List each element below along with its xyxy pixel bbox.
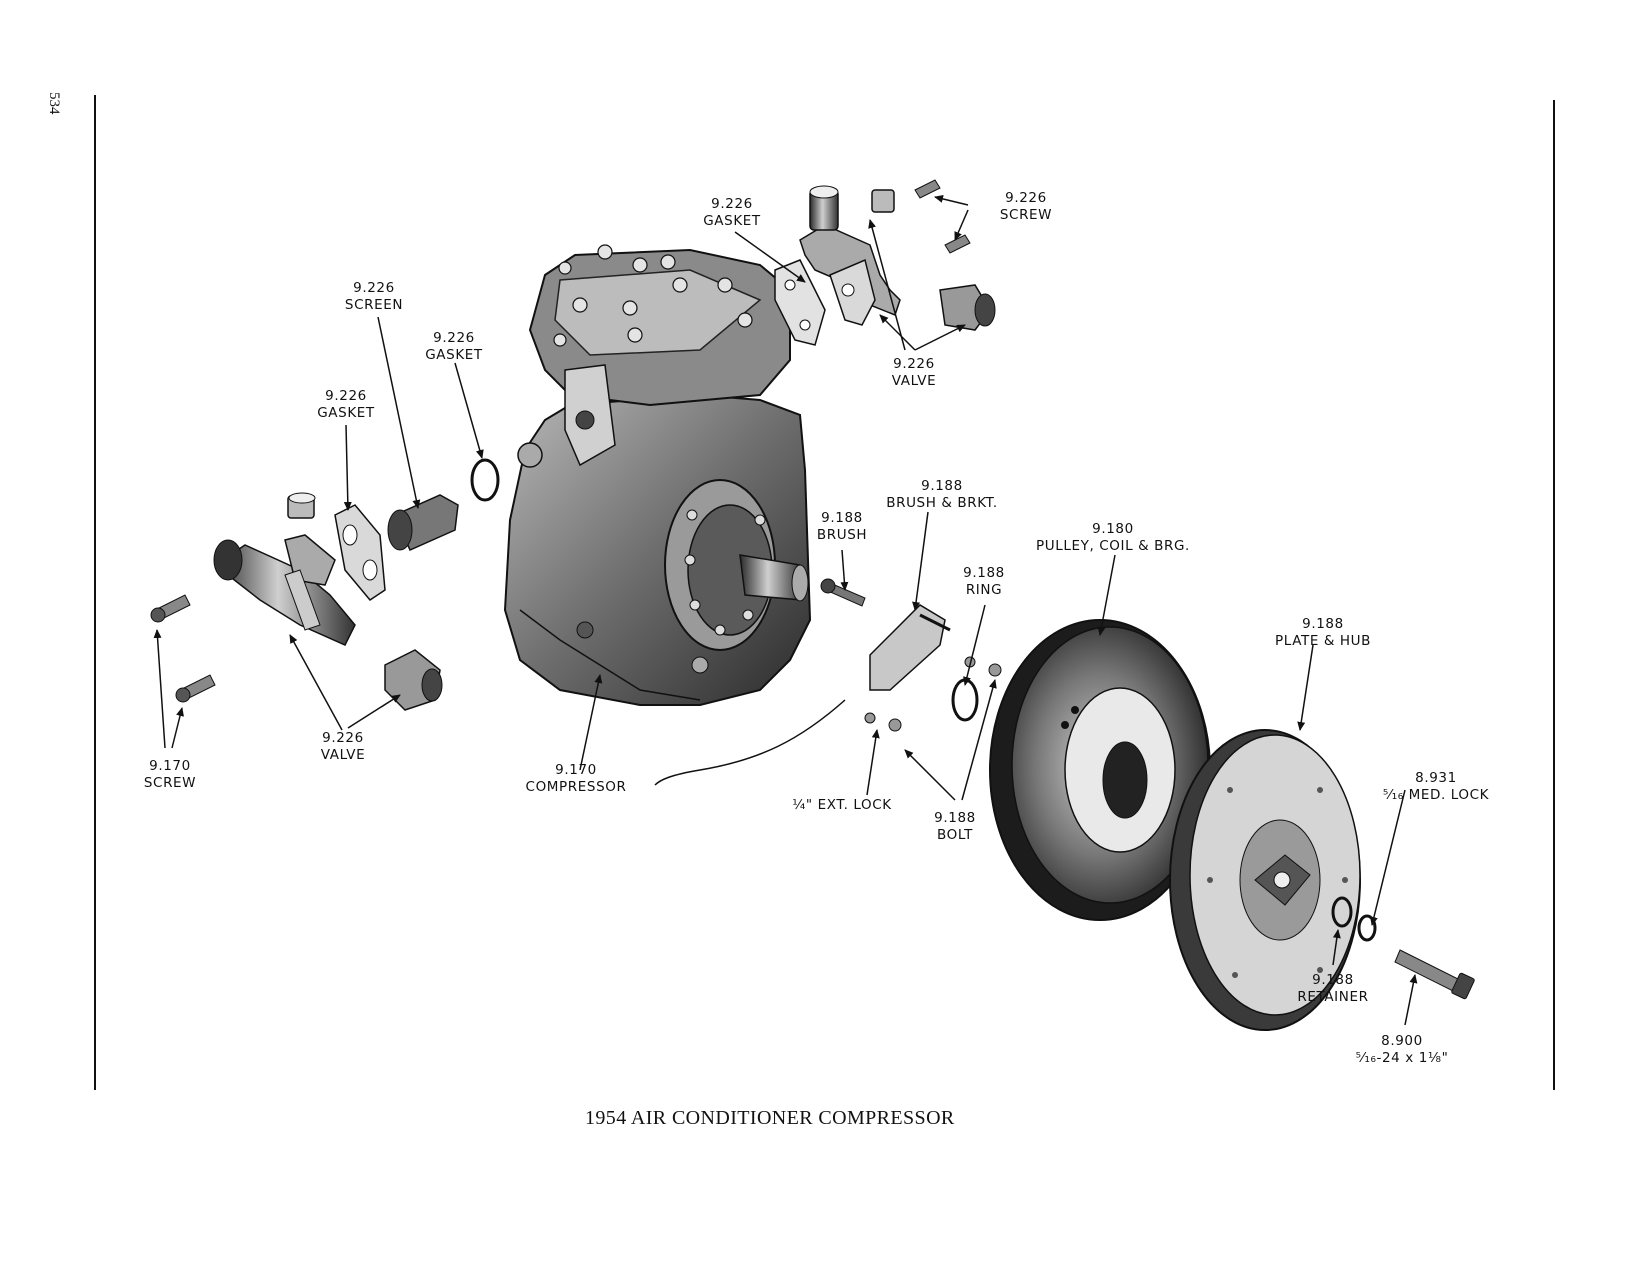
callout-number: 9.188 (963, 565, 1005, 581)
callout-name: VALVE (320, 747, 366, 763)
callout-number: 9.226 (325, 388, 367, 404)
left-border-line (94, 95, 96, 1090)
callout-number: 9.188 (1302, 616, 1344, 632)
retainer-callout: 9.188 RETAINER (1297, 972, 1368, 1006)
right-border-line (1553, 100, 1555, 1090)
callout-number: 9.226 (433, 330, 475, 346)
plate-hub-part (1169, 729, 1475, 1031)
callout-number: 9.188 (921, 478, 963, 494)
callout-name: PULLEY, COIL & BRG. (1036, 538, 1190, 554)
brush-callout: 9.188 BRUSH (817, 510, 867, 544)
left-valve-part (150, 458, 500, 711)
top-valve-part (774, 179, 996, 346)
callout-number: 9.226 (1005, 190, 1047, 206)
bolt-callout: 9.188 BOLT (934, 810, 976, 844)
callout-number: 8.900 (1381, 1033, 1423, 1049)
callout-name: GASKET (317, 405, 375, 421)
callout-number: 9.226 (353, 280, 395, 296)
brush-bracket-callout: 9.188 BRUSH & BRKT. (886, 478, 998, 512)
plate-hub-callout: 9.188 PLATE & HUB (1275, 616, 1371, 650)
compressor-part (503, 244, 812, 706)
med-lock-callout: 8.931 ⁵⁄₁₆ MED. LOCK (1383, 770, 1489, 804)
callout-name: RING (965, 582, 1003, 598)
callout-number: 9.170 (149, 758, 191, 774)
callout-number: 8.931 (1415, 770, 1457, 786)
callout-number: 9.180 (1092, 521, 1134, 537)
callout-name: COMPRESSOR (525, 779, 627, 795)
left-gasket-callout: 9.226 GASKET (317, 388, 375, 422)
figure-caption: 1954 AIR CONDITIONER COMPRESSOR (585, 1107, 955, 1129)
callout-name: BRUSH (816, 527, 868, 543)
callout-number: 9.226 (711, 196, 753, 212)
top-screw-callout: 9.226 SCREW (1000, 190, 1052, 224)
top-valve-callout: 9.226 VALVE (892, 356, 936, 390)
ext-lock-callout: ¼" EXT. LOCK (792, 797, 892, 814)
callout-name: RETAINER (1297, 989, 1369, 1005)
callout-name: BOLT (937, 827, 973, 843)
callout-name: BRUSH & BRKT. (886, 495, 998, 511)
callout-name: GASKET (703, 213, 761, 229)
pulley-part (989, 619, 1211, 921)
callout-name: ¼" EXT. LOCK (792, 797, 892, 813)
callout-name: GASKET (425, 347, 483, 363)
callout-name: VALVE (891, 373, 937, 389)
callout-number: 9.226 (893, 356, 935, 372)
callout-number: 9.188 (821, 510, 863, 526)
callout-number: 9.188 (1312, 972, 1354, 988)
left-screw-callout: 9.170 SCREW (144, 758, 196, 792)
left-valve-callout: 9.226 VALVE (321, 730, 365, 764)
ring-callout: 9.188 RING (963, 565, 1005, 599)
callout-name: ⁵⁄₁₆ MED. LOCK (1382, 787, 1490, 803)
callout-number: 9.170 (555, 762, 597, 778)
leader-lines (153, 194, 1418, 1026)
pulley-callout: 9.180 PULLEY, COIL & BRG. (1036, 521, 1190, 555)
callout-number: 9.226 (322, 730, 364, 746)
callout-name: PLATE & HUB (1275, 633, 1371, 649)
screen-callout: 9.226 SCREEN (345, 280, 403, 314)
callout-name: SCREW (143, 775, 197, 791)
hub-bolt-callout: 8.900 ⁵⁄₁₆-24 x 1⅛" (1356, 1033, 1449, 1067)
compressor-callout: 9.170 COMPRESSOR (526, 762, 627, 796)
callout-name: SCREEN (344, 297, 404, 313)
callout-number: 9.188 (934, 810, 976, 826)
top-gasket-callout: 9.226 GASKET (703, 196, 761, 230)
callout-name: ⁵⁄₁₆-24 x 1⅛" (1355, 1050, 1449, 1066)
callout-name: SCREW (999, 207, 1053, 223)
mid-gasket-callout: 9.226 GASKET (425, 330, 483, 364)
